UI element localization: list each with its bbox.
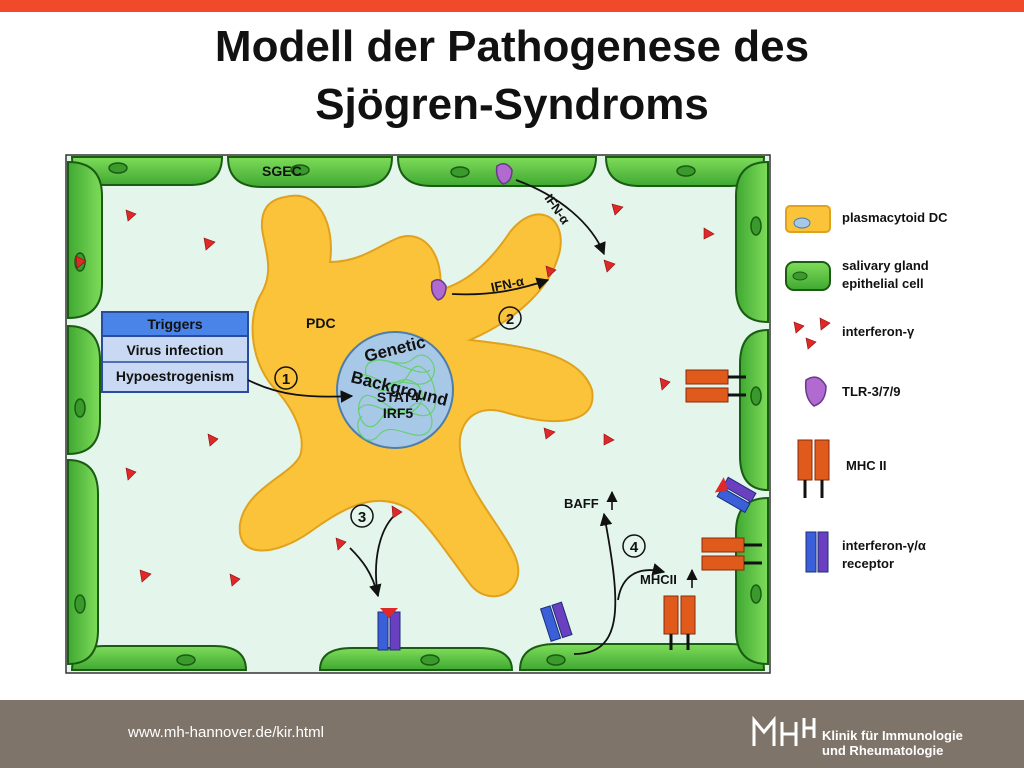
title-line-1: Modell der Pathogenese des — [214, 22, 810, 71]
epithelial-cell — [67, 458, 99, 666]
legend-mhc-label: MHC II — [846, 458, 886, 473]
institution-line-2: und Rheumatologie — [822, 743, 944, 758]
gene-stat4: STAT4 — [377, 389, 419, 405]
trigger-hypoestrogenism: Hypoestrogenism — [116, 368, 234, 384]
arrow-ifn-alpha-release — [451, 277, 550, 296]
epithelial-cell — [67, 160, 103, 320]
legend-receptor-label-2: receptor — [842, 556, 894, 571]
step-2-circle — [498, 306, 522, 330]
epithelial-nuclei-bottom — [176, 654, 566, 666]
legend-receptor-swatch — [805, 531, 829, 573]
epithelial-cells-right — [735, 160, 769, 666]
legend-tlr-swatch — [804, 376, 827, 407]
mhc-ii-right-lower — [701, 537, 762, 571]
epithelial-cell — [226, 156, 394, 188]
step-4-label: 4 — [630, 539, 639, 556]
mhc-ii-right-upper — [685, 369, 746, 403]
ifn-receptor-right — [714, 476, 757, 514]
trigger-virus-infection: Virus infection — [127, 342, 224, 358]
baff-label: BAFF — [564, 496, 599, 511]
ifn-receptor-bottom — [377, 608, 401, 651]
tlr-receptor-pdc — [430, 279, 447, 301]
footer-bar — [0, 700, 1024, 768]
ifn-alpha-label-mid: IFN-α — [490, 273, 526, 295]
epithelial-cell — [318, 647, 514, 671]
title-line-2: Sjögren-Syndroms — [315, 80, 709, 129]
mhh-logo — [752, 716, 816, 746]
legend-sgec-swatch — [785, 261, 831, 291]
legend-sgec-label-1: salivary gland — [842, 258, 929, 273]
footer-url-link[interactable]: www.mh-hannover.de/kir.html — [128, 724, 324, 741]
epithelial-cell — [67, 324, 101, 456]
legend-receptor-label-1: interferon-γ/α — [842, 538, 926, 553]
footer-institution: Klinik für Immunologie und Rheumatologie — [822, 728, 963, 758]
chromatin-scribble — [351, 354, 437, 441]
epithelial-cells-left — [67, 160, 103, 666]
epithelial-nuclei-top — [108, 162, 696, 178]
slide-title: Modell der Pathogenese des Sjögren-Syndr… — [0, 18, 1024, 134]
step-3-label: 3 — [358, 509, 366, 526]
legend-tlr-label: TLR-3/7/9 — [842, 384, 901, 399]
arrow-step4-mhcii — [617, 563, 666, 601]
tlr-receptor-sgec — [495, 163, 513, 185]
epithelial-cell — [739, 328, 769, 492]
legend-pdc-label: plasmacytoid DC — [842, 210, 948, 225]
epithelial-cells-bottom — [70, 643, 766, 671]
epithelial-cell — [735, 160, 769, 324]
pdc-label: PDC — [306, 315, 336, 331]
arrow-ifn-alpha-sgec — [515, 179, 606, 256]
triggers-box — [101, 311, 249, 393]
legend-ifng-label: interferon-γ — [842, 324, 915, 339]
top-accent-bar — [0, 0, 1024, 12]
legend-mhc-swatch — [797, 439, 830, 498]
legend-ifng-swatch — [793, 317, 831, 350]
legend: plasmacytoid DC salivary gland epithelia… — [785, 205, 948, 573]
ifn-receptor-bottom-right — [539, 601, 573, 642]
legend-pdc-swatch — [785, 205, 831, 233]
step-2-label: 2 — [506, 311, 514, 328]
mhc-ii-bottom — [663, 595, 696, 650]
pathogenesis-diagram: Genetic Background STAT4 IRF5 SGEC PDC T… — [65, 154, 948, 674]
gene-irf5: IRF5 — [383, 405, 414, 421]
institution-line-1: Klinik für Immunologie — [822, 728, 963, 743]
pdc-nucleus — [336, 331, 454, 449]
epithelial-cells-top — [70, 156, 766, 188]
arrow-triggers-to-nucleus — [247, 379, 354, 403]
interferon-gamma-triangles — [75, 203, 715, 587]
epithelial-cell — [735, 496, 769, 666]
sgec-label: SGEC — [262, 163, 302, 179]
step-1-label: 1 — [282, 371, 290, 388]
epithelial-nuclei-right — [750, 216, 762, 604]
arrow-step3-right — [375, 513, 397, 597]
step-1-circle — [274, 366, 298, 390]
mhcii-label: MHCII — [640, 572, 677, 587]
arrow-step4-baff — [573, 512, 617, 655]
triggers-header: Triggers — [147, 316, 202, 332]
epithelial-cell — [70, 645, 248, 671]
legend-sgec-label-2: epithelial cell — [842, 276, 924, 291]
step-4-circle — [622, 534, 646, 558]
step-3-circle — [350, 504, 374, 528]
